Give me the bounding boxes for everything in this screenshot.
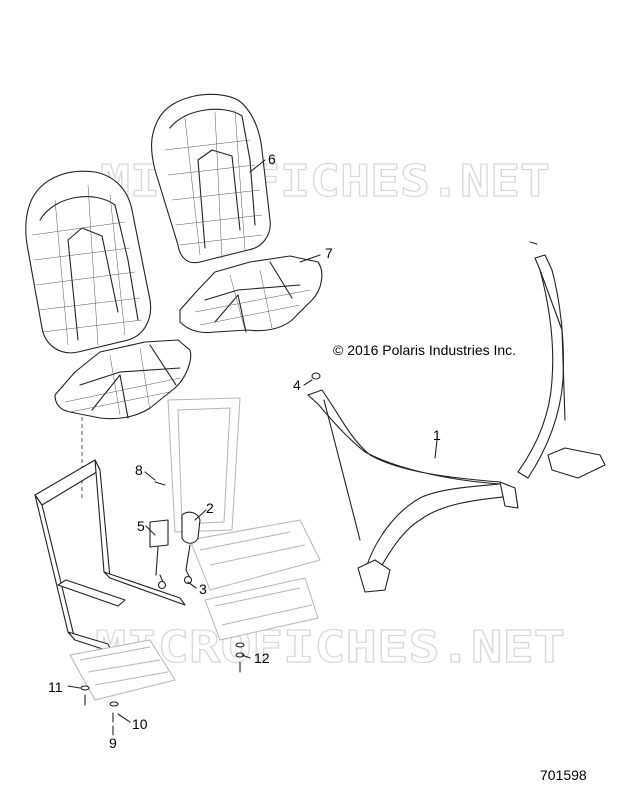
callout-5: 5	[137, 518, 145, 534]
watermark-bottom: MICROFICHES.NET	[95, 622, 565, 673]
copyright-text: © 2016 Polaris Industries Inc.	[333, 342, 517, 358]
seat-base-plate	[69, 639, 176, 701]
seat-cushion-rear	[179, 255, 323, 334]
callout-6: 6	[268, 151, 276, 167]
callout-8: 8	[135, 462, 143, 478]
seat-cushion-front	[54, 339, 192, 420]
seat-frame-front	[34, 459, 186, 653]
seat-belt-front	[307, 389, 519, 593]
seat-back-rear	[151, 93, 271, 264]
leader-lines	[67, 159, 438, 736]
callout-7: 7	[325, 245, 333, 261]
callout-1: 1	[433, 427, 441, 443]
callout-11: 11	[48, 679, 63, 695]
hardware	[80, 372, 321, 723]
seat-belt-rear	[517, 241, 606, 479]
document-number: 701598	[540, 767, 587, 783]
callout-12: 12	[254, 650, 270, 666]
callout-3: 3	[199, 581, 207, 597]
seat-back-front	[25, 170, 152, 354]
callout-9: 9	[109, 735, 117, 751]
seat-frame-rear	[167, 397, 321, 641]
callout-2: 2	[206, 500, 214, 516]
callout-4: 4	[293, 377, 301, 393]
callout-10: 10	[132, 716, 148, 732]
